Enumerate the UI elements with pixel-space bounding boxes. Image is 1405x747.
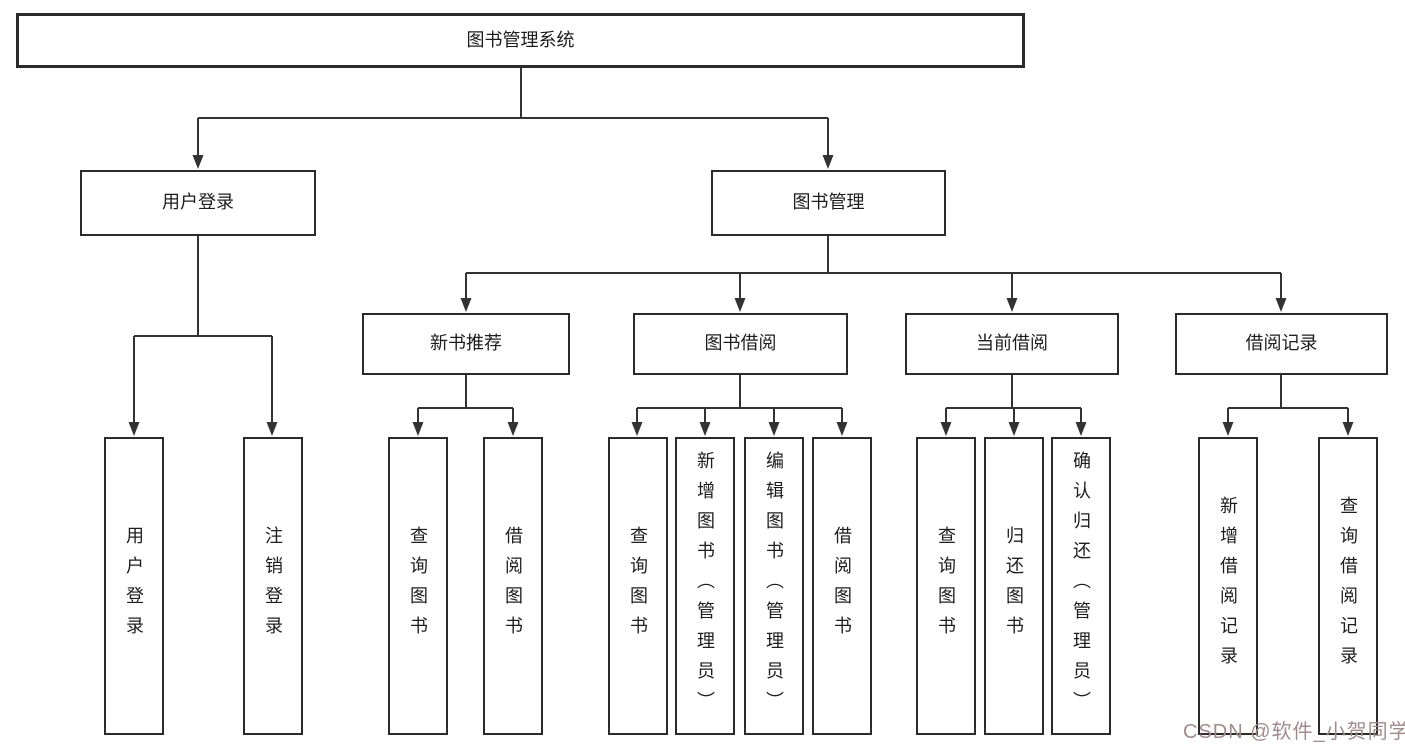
node-library-system: 图书管理系统 [16, 13, 1025, 68]
node-current-borrowing-label: 当前借阅 [976, 333, 1048, 354]
leaf-records-add-record: 新增借阅记录 [1198, 437, 1258, 735]
leaf-borrowing-add-books-admin: 新增图书（管理员） [675, 437, 735, 735]
leaf-borrowing-borrow-books-label: 借阅图书 [832, 526, 852, 646]
csdn-watermark: CSDN @软件_小贺同学 [1183, 721, 1405, 743]
branch-book-borrow-to-leaves [636, 375, 843, 427]
branch-user-login-to-leaves [133, 236, 273, 427]
leaf-records-query-record: 查询借阅记录 [1318, 437, 1378, 735]
leaf-records-query-record-label: 查询借阅记录 [1338, 496, 1358, 676]
leaf-logout-label: 注销登录 [263, 526, 283, 646]
node-user-login-label: 用户登录 [162, 192, 234, 213]
node-book-management: 图书管理 [711, 170, 946, 236]
leaf-records-add-record-label: 新增借阅记录 [1218, 496, 1238, 676]
node-book-borrowing-label: 图书借阅 [704, 333, 777, 354]
leaf-borrowing-edit-books-admin: 编辑图书（管理员） [744, 437, 804, 735]
branch-book-mgmt-to-level3 [465, 236, 1282, 303]
node-library-system-label: 图书管理系统 [466, 29, 575, 50]
node-new-book-recommend: 新书推荐 [362, 313, 570, 375]
branch-root-to-level2 [197, 68, 829, 160]
node-book-borrowing: 图书借阅 [633, 313, 848, 375]
branch-current-borrow-to-leaves [945, 375, 1082, 427]
leaf-recommend-borrow-books: 借阅图书 [483, 437, 543, 735]
leaf-current-query-books-label: 查询图书 [936, 526, 956, 646]
leaf-recommend-borrow-books-label: 借阅图书 [503, 526, 523, 646]
leaf-user-login: 用户登录 [104, 437, 164, 735]
arrowheads [128, 155, 1354, 436]
node-current-borrowing: 当前借阅 [905, 313, 1119, 375]
branch-borrow-records-to-leaves [1227, 375, 1349, 427]
leaf-borrowing-add-books-admin-label: 新增图书（管理员） [695, 451, 715, 721]
node-user-login: 用户登录 [80, 170, 316, 236]
leaf-borrowing-query-books: 查询图书 [608, 437, 668, 735]
leaf-borrowing-borrow-books: 借阅图书 [812, 437, 872, 735]
node-book-management-label: 图书管理 [792, 192, 865, 213]
leaf-user-login-label: 用户登录 [124, 526, 144, 646]
leaf-borrowing-query-books-label: 查询图书 [628, 526, 648, 646]
leaf-current-confirm-return-admin-label: 确认归还（管理员） [1071, 451, 1091, 721]
node-new-book-recommend-label: 新书推荐 [430, 333, 502, 354]
leaf-recommend-query-books: 查询图书 [388, 437, 448, 735]
leaf-logout: 注销登录 [243, 437, 303, 735]
branch-new-book-rec-to-leaves [417, 375, 514, 427]
leaf-current-query-books: 查询图书 [916, 437, 976, 735]
leaf-recommend-query-books-label: 查询图书 [408, 526, 428, 646]
leaf-current-confirm-return-admin: 确认归还（管理员） [1051, 437, 1111, 735]
leaf-current-return-books-label: 归还图书 [1004, 526, 1024, 646]
node-borrow-records-label: 借阅记录 [1245, 333, 1318, 354]
node-borrow-records: 借阅记录 [1175, 313, 1388, 375]
leaf-current-return-books: 归还图书 [984, 437, 1044, 735]
leaf-borrowing-edit-books-admin-label: 编辑图书（管理员） [764, 451, 784, 721]
